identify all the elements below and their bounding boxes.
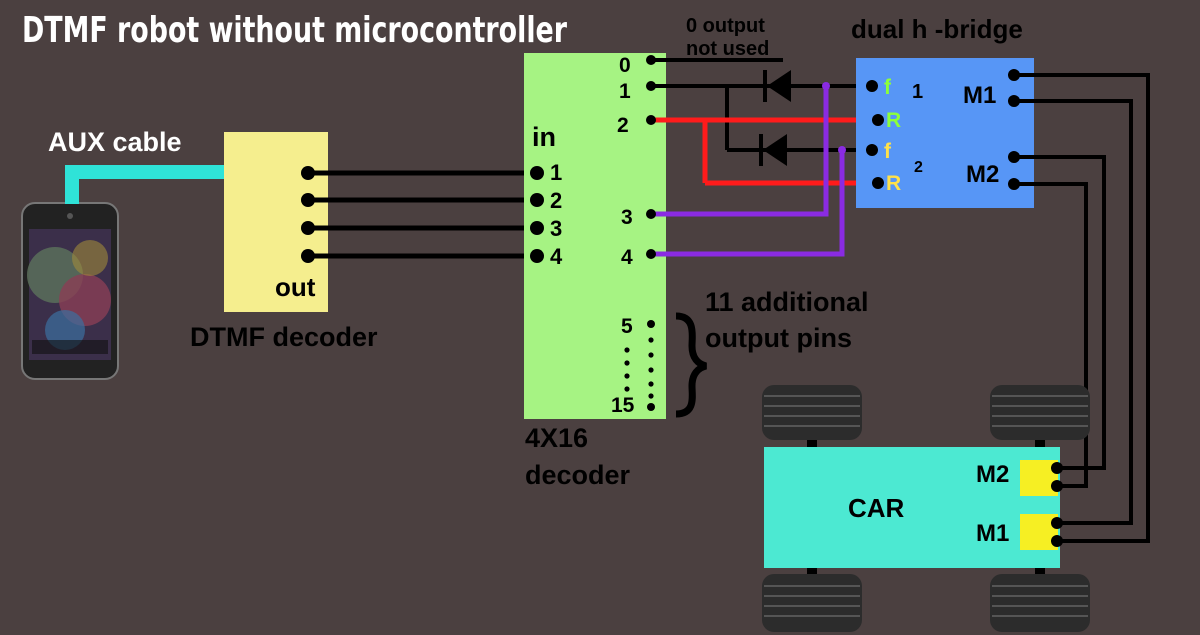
output-2-wire xyxy=(651,117,878,186)
decoder-output-1: 1 xyxy=(619,80,631,103)
decoder-name-line2: decoder xyxy=(525,460,631,490)
car-terminal-pins xyxy=(1051,462,1063,547)
output-2-pin xyxy=(646,115,656,125)
decoder-input-3: 3 xyxy=(550,216,562,241)
page-title: DTMF robot without microcontroller xyxy=(22,10,567,51)
wheel-front-left-icon xyxy=(762,385,862,440)
car-m1-terminal xyxy=(1020,514,1058,550)
hbridge-block xyxy=(856,58,1034,208)
hbridge-m1-label: M1 xyxy=(963,82,996,109)
wheel-front-right-icon xyxy=(990,385,1090,440)
motor-wires xyxy=(1014,73,1150,543)
output-0-pin xyxy=(646,55,656,65)
decoder-output-15: 15 xyxy=(611,394,635,417)
output-3-wire xyxy=(651,86,829,217)
dtmf-decoder-label: DTMF decoder xyxy=(190,322,378,352)
car-body xyxy=(764,447,1060,568)
dtmf-output-pins xyxy=(301,166,315,263)
car-m2-label: M2 xyxy=(976,461,1009,488)
car-wheels xyxy=(762,385,1090,632)
additional-output-dots xyxy=(624,320,655,411)
decoder-output-3: 3 xyxy=(621,206,633,229)
decoder-4x16-block xyxy=(524,53,666,419)
output-1-pin xyxy=(646,81,656,91)
decoder-output-2: 2 xyxy=(617,114,629,137)
additional-outputs-line2: output pins xyxy=(705,323,852,353)
output-4-wire xyxy=(651,150,845,257)
hbridge-m2-label: M2 xyxy=(966,161,999,188)
dtmf-out-label: out xyxy=(275,272,316,302)
smartphone-icon xyxy=(21,202,119,380)
aux-cable-label: AUX cable xyxy=(48,127,182,157)
diode-2-icon xyxy=(759,134,787,166)
car-m1-label: M1 xyxy=(976,520,1009,547)
decoder-input-4: 4 xyxy=(550,244,563,269)
dtmf-data-wires xyxy=(308,170,537,259)
decoder-output-5: 5 xyxy=(621,315,633,338)
hbridge-channel-1: 1 xyxy=(912,81,923,103)
output-4-pin xyxy=(646,249,656,259)
decoder-input-pins xyxy=(530,166,544,263)
car-label: CAR xyxy=(848,493,905,523)
hbridge-channel-2: 2 xyxy=(914,159,923,176)
hbridge-f2-label: f xyxy=(884,140,892,163)
hbridge-f1-label: f xyxy=(884,76,892,99)
decoder-output-0: 0 xyxy=(619,54,631,77)
decoder-name-line1: 4X16 xyxy=(525,423,588,453)
diode-1-icon xyxy=(763,70,791,102)
curly-brace-icon xyxy=(675,312,708,418)
junction-4 xyxy=(838,146,846,154)
hbridge-input-pins xyxy=(866,80,884,189)
junction-3 xyxy=(822,82,830,90)
decoder-input-2: 2 xyxy=(550,188,562,213)
decoder-output-4: 4 xyxy=(621,246,633,269)
aux-cable xyxy=(65,165,230,204)
hbridge-r2-label: R xyxy=(886,172,901,195)
wheel-rear-left-icon xyxy=(762,574,862,632)
decoder-input-1: 1 xyxy=(550,160,562,185)
output-0-note-line2: not used xyxy=(686,38,769,60)
hbridge-label: dual h -bridge xyxy=(851,14,1023,44)
hbridge-r1-label: R xyxy=(886,109,901,132)
output-3-pin xyxy=(646,209,656,219)
decoder-in-label: in xyxy=(532,122,556,152)
output-0-note-line1: 0 output xyxy=(686,15,765,37)
wheel-rear-right-icon xyxy=(990,574,1090,632)
additional-outputs-line1: 11 additional xyxy=(705,287,869,317)
